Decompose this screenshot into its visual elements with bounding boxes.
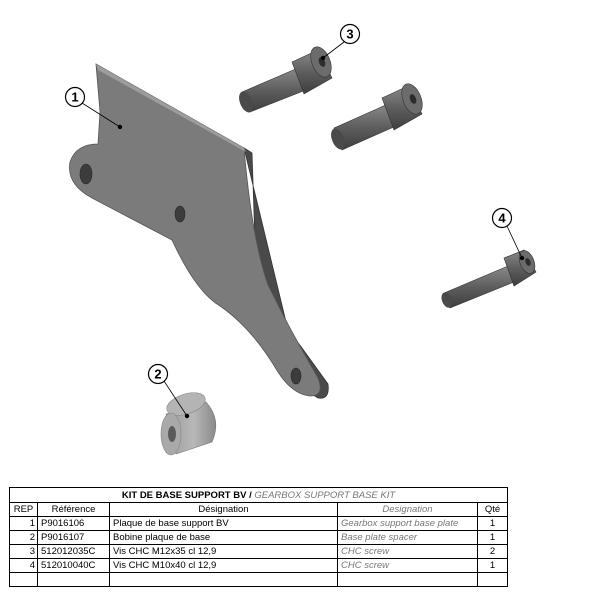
callout-3-number: 3 — [346, 27, 353, 42]
screw-m12-lower-part — [331, 83, 423, 151]
row-reference: 512010040C — [37, 558, 110, 573]
header-qty: Qté — [476, 502, 509, 517]
header-rep: REP — [9, 502, 38, 517]
row-rep: 1 — [9, 516, 38, 531]
row-rep: 3 — [9, 544, 38, 559]
table-title-row: KIT DE BASE SUPPORT BV / GEARBOX SUPPORT… — [8, 487, 509, 503]
row-designation-fr: Vis CHC M10x40 cl 12,9 — [109, 558, 338, 573]
table-header-row: REP Référence Désignation Designation Qt… — [9, 502, 509, 517]
table-row: 4 512010040C Vis CHC M10x40 cl 12,9 CHC … — [9, 558, 509, 573]
parts-list-table: KIT DE BASE SUPPORT BV / GEARBOX SUPPORT… — [8, 487, 509, 587]
row-designation-fr: Vis CHC M12x35 cl 12,9 — [109, 544, 338, 559]
table-title-fr: KIT DE BASE SUPPORT BV — [121, 489, 247, 501]
row-rep: 4 — [9, 558, 38, 573]
parts-exploded-drawing: 1 2 3 4 — [64, 23, 537, 456]
row-rep: 2 — [9, 530, 38, 545]
screw-m12-upper-part — [239, 46, 333, 113]
row-qty: 1 — [476, 516, 509, 531]
row-designation-fr: Plaque de base support BV — [109, 516, 338, 531]
row-designation-en: Gearbox support base plate — [337, 516, 478, 531]
table-title-en: GEARBOX SUPPORT BASE KIT — [254, 489, 396, 501]
callout-4-number: 4 — [498, 211, 506, 226]
base-plate-spacer-part — [160, 392, 217, 456]
row-qty: 1 — [476, 558, 509, 573]
callout-1: 1 — [64, 86, 123, 130]
row-reference: P9016107 — [37, 530, 110, 545]
table-title-separator: / — [249, 489, 252, 501]
callout-2: 2 — [147, 363, 190, 419]
row-qty: 1 — [476, 530, 509, 545]
row-designation-en: Base plate spacer — [337, 530, 478, 545]
callout-1-number: 1 — [71, 90, 78, 105]
row-reference: 512012035C — [37, 544, 110, 559]
row-designation-fr: Bobine plaque de base — [109, 530, 338, 545]
header-designation-en: Designation — [337, 502, 478, 517]
table-row: 1 P9016106 Plaque de base support BV Gea… — [9, 516, 509, 531]
row-designation-en: CHC screw — [337, 558, 478, 573]
table-title: KIT DE BASE SUPPORT BV / GEARBOX SUPPORT… — [8, 487, 509, 503]
screw-m10-part — [441, 249, 537, 309]
table-row: 3 512012035C Vis CHC M12x35 cl 12,9 CHC … — [9, 544, 509, 559]
table-row: 2 P9016107 Bobine plaque de base Base pl… — [9, 530, 509, 545]
table-empty-row — [9, 572, 509, 587]
callout-4: 4 — [491, 207, 525, 261]
row-reference: P9016106 — [37, 516, 110, 531]
callout-3: 3 — [320, 23, 361, 61]
row-qty: 2 — [476, 544, 509, 559]
header-reference: Référence — [37, 502, 110, 517]
callout-2-number: 2 — [154, 367, 161, 382]
base-plate-part — [69, 63, 329, 399]
header-designation-fr: Désignation — [109, 502, 338, 517]
row-designation-en: CHC screw — [337, 544, 478, 559]
